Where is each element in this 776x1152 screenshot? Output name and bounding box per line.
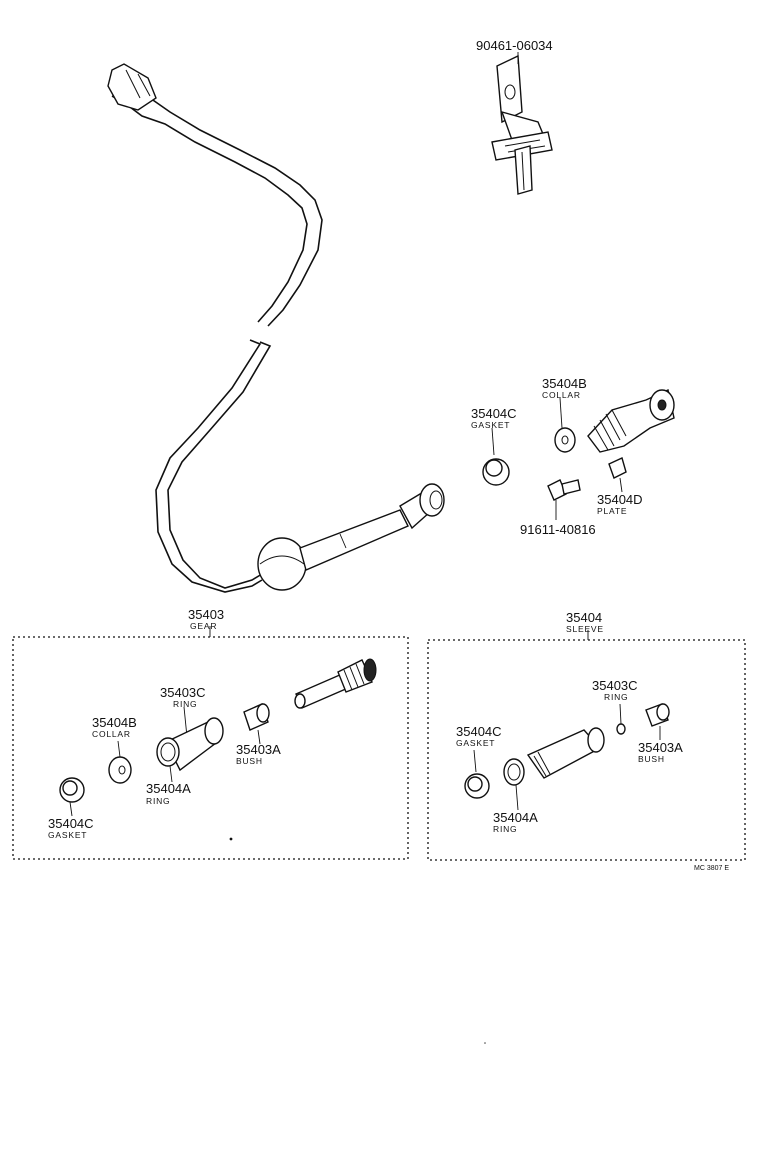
label-plate-top-part: 35404D bbox=[597, 492, 643, 507]
label-sleeve-ring-large-name: RING bbox=[493, 824, 517, 834]
gear-group-box bbox=[12, 636, 409, 860]
speck bbox=[484, 1042, 486, 1044]
label-sleeve-ring-small-name: RING bbox=[604, 692, 628, 702]
label-sleeve-group-name: SLEEVE bbox=[566, 624, 604, 634]
label-sleeve-bush-name: BUSH bbox=[638, 754, 665, 764]
bolt-top bbox=[547, 479, 581, 520]
bracket-top bbox=[491, 52, 553, 195]
label-gear-ring-large-name: RING bbox=[146, 796, 170, 806]
label-sleeve-group-part: 35404 bbox=[566, 610, 602, 625]
label-sleeve-ring-large-part: 35404A bbox=[493, 810, 538, 825]
sleeve-bush bbox=[645, 703, 670, 740]
sleeve-assembly-top bbox=[587, 389, 675, 453]
label-gear-collar-name: COLLAR bbox=[92, 729, 131, 739]
label-collar-top-name: COLLAR bbox=[542, 390, 581, 400]
collar-washer-top bbox=[554, 397, 576, 453]
label-gear-group-part: 35403 bbox=[188, 607, 224, 622]
label-gear-gasket-name: GASKET bbox=[48, 830, 87, 840]
label-gasket-top-part: 35404C bbox=[471, 406, 517, 421]
gear-collar bbox=[108, 740, 132, 784]
sleeve-group-box bbox=[427, 639, 746, 861]
gasket-top bbox=[482, 427, 510, 486]
label-sleeve-ring-small-part: 35403C bbox=[592, 678, 638, 693]
label-gear-ring-small-part: 35403C bbox=[160, 685, 206, 700]
label-sleeve-gasket-name: GASKET bbox=[456, 738, 495, 748]
drawing-reference-code: MC 3807 E bbox=[694, 865, 729, 872]
speck bbox=[229, 837, 233, 841]
label-collar-top-part: 35404B bbox=[542, 376, 587, 391]
label-gear-bush-name: BUSH bbox=[236, 756, 263, 766]
label-gear-group-name: GEAR bbox=[190, 621, 217, 631]
label-plate-top-name: PLATE bbox=[597, 506, 627, 516]
gear-ring-large bbox=[156, 737, 180, 783]
plate-top bbox=[608, 457, 627, 493]
gear-gasket bbox=[59, 777, 85, 817]
gear-shaft bbox=[294, 658, 377, 709]
sleeve-ring-large bbox=[503, 758, 525, 811]
cable-outer-end bbox=[257, 483, 445, 591]
sleeve-ring-small bbox=[616, 703, 626, 735]
sleeve-gasket bbox=[464, 749, 490, 799]
label-bolt-top-part: 91611-40816 bbox=[520, 522, 596, 537]
label-sleeve-gasket-part: 35404C bbox=[456, 724, 502, 739]
label-gear-ring-large-part: 35404A bbox=[146, 781, 191, 796]
sleeve-body bbox=[526, 727, 605, 779]
gear-bush bbox=[243, 703, 270, 745]
label-gear-bush-part: 35403A bbox=[236, 742, 281, 757]
label-gear-ring-small-name: RING bbox=[173, 699, 197, 709]
label-sleeve-bush-part: 35403A bbox=[638, 740, 683, 755]
label-gasket-top-name: GASKET bbox=[471, 420, 510, 430]
label-bracket-part: 90461-06034 bbox=[476, 38, 553, 53]
label-gear-gasket-part: 35404C bbox=[48, 816, 94, 831]
speedometer-cable bbox=[107, 63, 445, 593]
cable-inner-end bbox=[107, 63, 157, 111]
label-gear-collar-part: 35404B bbox=[92, 715, 137, 730]
